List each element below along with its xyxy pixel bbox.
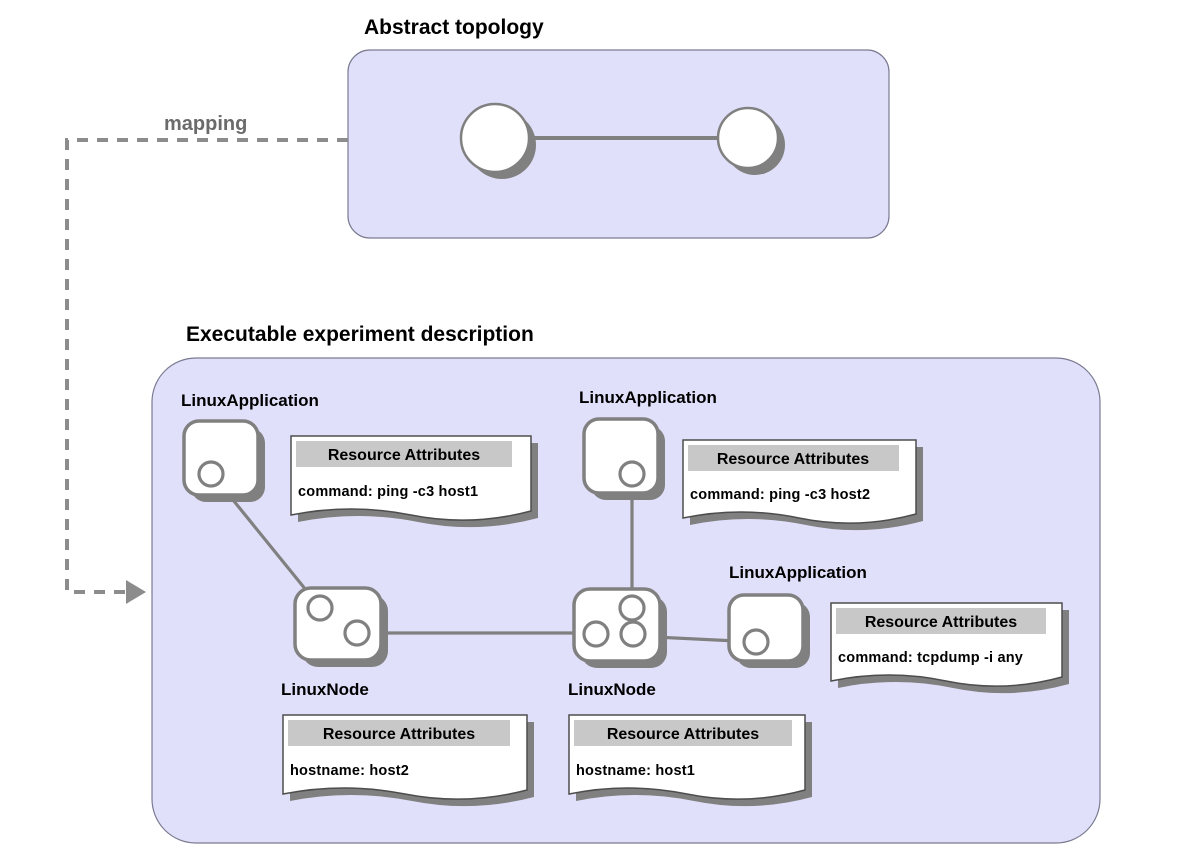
note-app-tcpdump-header-band <box>836 608 1046 634</box>
note-app-ping-host1-header-band <box>296 441 512 467</box>
note-app-ping-host2-attribute: command: ping -c3 host2 <box>690 487 870 503</box>
abstract-topology-section: Abstract topology <box>347 16 890 239</box>
note-node-host2: Resource Attributes hostname: host2 <box>282 714 534 807</box>
note-app-ping-host1: Resource Attributes command: ping -c3 ho… <box>290 435 538 528</box>
resource-label-node-host1: LinuxNode <box>568 680 656 699</box>
node-host2-port-2[interactable] <box>343 619 371 647</box>
note-node-host1: Resource Attributes hostname: host1 <box>568 714 812 807</box>
note-node-host2-attribute: hostname: host2 <box>290 763 409 779</box>
abstract-node-left <box>459 102 531 174</box>
note-node-host1-header: Resource Attributes <box>607 726 759 743</box>
resource-node-host1[interactable]: LinuxNode Resource Attributes hostname: … <box>568 587 812 807</box>
mapping-dashed-arrow <box>65 138 348 594</box>
resource-label-app-ping-host1: LinuxApplication <box>181 391 319 410</box>
app-ping-host2-port[interactable] <box>618 460 646 488</box>
note-app-tcpdump-attribute: command: tcpdump -i any <box>838 650 1023 666</box>
node-host1-port-top[interactable] <box>618 594 646 622</box>
note-app-tcpdump: Resource Attributes command: tcpdump -i … <box>830 602 1069 694</box>
note-app-ping-host2: Resource Attributes command: ping -c3 ho… <box>682 439 923 531</box>
note-app-tcpdump-header: Resource Attributes <box>865 614 1017 631</box>
resource-app-ping-host1[interactable]: LinuxApplication Resource Attributes com… <box>181 391 538 528</box>
abstract-topology-title: Abstract topology <box>364 16 544 39</box>
node-host1-port-left[interactable] <box>582 620 610 648</box>
note-app-ping-host2-header-band <box>688 445 899 471</box>
note-node-host1-attribute: hostname: host1 <box>576 763 695 779</box>
resource-app-tcpdump[interactable]: LinuxApplication Resource Attributes com… <box>727 563 1069 694</box>
resource-label-node-host2: LinuxNode <box>281 680 369 699</box>
executable-experiment-title: Executable experiment description <box>186 323 534 346</box>
executable-experiment-section: Executable experiment description LinuxA… <box>151 323 1101 844</box>
node-host1-port-right[interactable] <box>619 620 647 648</box>
abstract-topology-container <box>347 49 890 239</box>
resource-node-host2[interactable]: LinuxNode Resource Attributes hostname: … <box>281 586 534 807</box>
note-app-ping-host1-header: Resource Attributes <box>328 447 480 464</box>
app-tcpdump-port[interactable] <box>742 628 770 656</box>
mapping-arrowhead <box>126 580 146 604</box>
note-node-host2-header-band <box>288 720 510 746</box>
mapping-arrow-group: mapping <box>65 113 348 604</box>
note-app-ping-host1-attribute: command: ping -c3 host1 <box>298 484 478 500</box>
abstract-node-right <box>716 106 780 170</box>
resource-app-ping-host2[interactable]: LinuxApplication Resource Attributes com… <box>579 388 923 531</box>
app-ping-host1-port[interactable] <box>197 460 225 488</box>
mapping-label: mapping <box>164 113 247 135</box>
node-host2-port-1[interactable] <box>306 594 334 622</box>
resource-label-app-tcpdump: LinuxApplication <box>729 563 867 582</box>
note-node-host1-header-band <box>574 720 792 746</box>
note-app-ping-host2-header: Resource Attributes <box>717 451 869 468</box>
node-host2-box[interactable] <box>293 586 383 662</box>
resource-label-app-ping-host2: LinuxApplication <box>579 388 717 407</box>
app-ping-host1-box[interactable] <box>182 419 260 497</box>
note-node-host2-header: Resource Attributes <box>323 726 475 743</box>
